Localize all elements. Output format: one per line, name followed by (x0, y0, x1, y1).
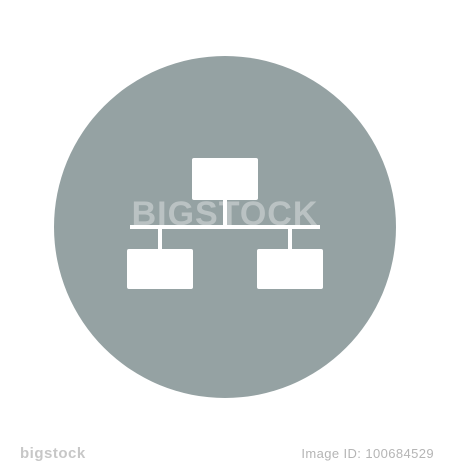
stock-logo: bigstock (20, 444, 86, 462)
image-id-label: Image ID: 100684529 (301, 445, 434, 461)
horizontal-bus (130, 225, 320, 229)
network-hierarchy-icon (127, 158, 323, 289)
stock-footer: bigstock Image ID: 100684529 (0, 436, 450, 470)
bottom-right-node-box (257, 249, 323, 289)
top-node-box (192, 158, 258, 200)
top-connector (223, 200, 227, 225)
left-connector (158, 229, 162, 249)
right-connector (288, 229, 292, 249)
bottom-left-node-box (127, 249, 193, 289)
